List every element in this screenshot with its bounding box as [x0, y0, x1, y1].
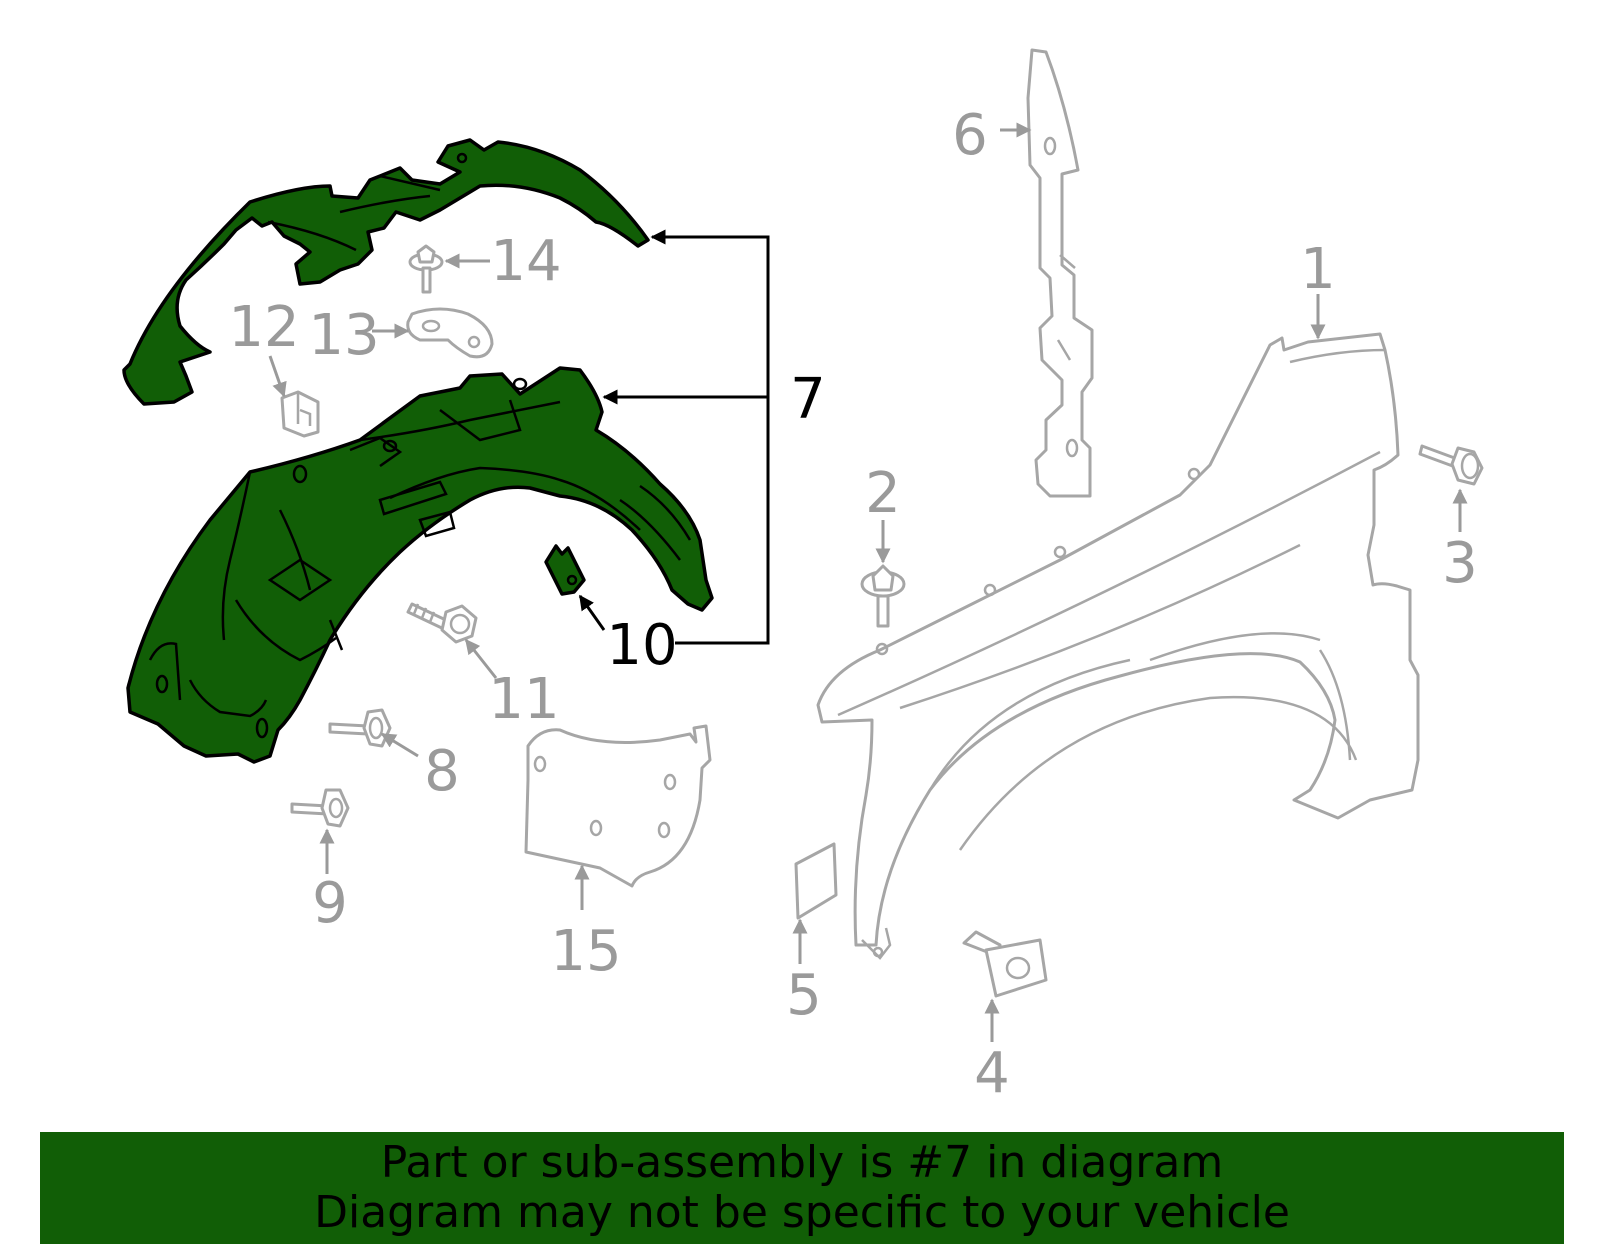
part-6-bracket[interactable]: [1026, 48, 1094, 498]
callout-12: 12: [228, 295, 299, 360]
callout-11: 11: [488, 667, 559, 732]
callout-15: 15: [550, 919, 621, 984]
part-1-fender[interactable]: [816, 332, 1420, 960]
part-10-clip[interactable]: [544, 544, 586, 596]
callout-1: 1: [1300, 237, 1336, 302]
part-14-bolt[interactable]: [408, 244, 444, 294]
callout-6: 6: [952, 103, 988, 168]
callout-9: 9: [312, 871, 348, 936]
banner-line-1: Part or sub-assembly is #7 in diagram: [380, 1137, 1224, 1188]
leader-lines: [268, 122, 1468, 1042]
callout-2: 2: [865, 461, 901, 526]
callout-labels: 1 2 3 4 5 6 7 8 9 10 11 12 13 14 15: [228, 103, 1477, 1106]
part-11-bolt[interactable]: [406, 602, 478, 644]
part-8-bolt[interactable]: [328, 708, 392, 748]
callout-10: 10: [606, 613, 677, 678]
leader-10-arrow: [578, 594, 606, 631]
part-12-clip[interactable]: [280, 390, 320, 438]
leader-7-bracket: [660, 235, 770, 645]
part-5-pad[interactable]: [794, 842, 838, 920]
banner-line-2: Diagram may not be specific to your vehi…: [314, 1187, 1290, 1238]
part-7-liner-upper[interactable]: [122, 138, 650, 406]
callout-8: 8: [424, 739, 460, 804]
part-4-clip[interactable]: [962, 930, 1048, 998]
callout-7: 7: [790, 367, 826, 432]
info-banner: Part or sub-assembly is #7 in diagram Di…: [40, 1132, 1564, 1244]
callout-5: 5: [786, 963, 822, 1028]
part-15-shield[interactable]: [524, 724, 712, 888]
leader-8: [380, 732, 419, 758]
leader-11: [464, 638, 498, 679]
callout-3: 3: [1442, 531, 1478, 596]
part-9-bolt[interactable]: [290, 788, 350, 828]
part-13-bracket[interactable]: [406, 307, 494, 359]
leader-12: [268, 355, 287, 398]
part-7-liner-main[interactable]: [126, 366, 714, 764]
part-2-bolt[interactable]: [860, 564, 906, 628]
highlight-leaders: [578, 229, 770, 645]
callout-13: 13: [308, 303, 379, 368]
callout-4: 4: [974, 1041, 1010, 1106]
callout-14: 14: [490, 229, 561, 294]
part-3-bolt[interactable]: [1418, 444, 1484, 486]
